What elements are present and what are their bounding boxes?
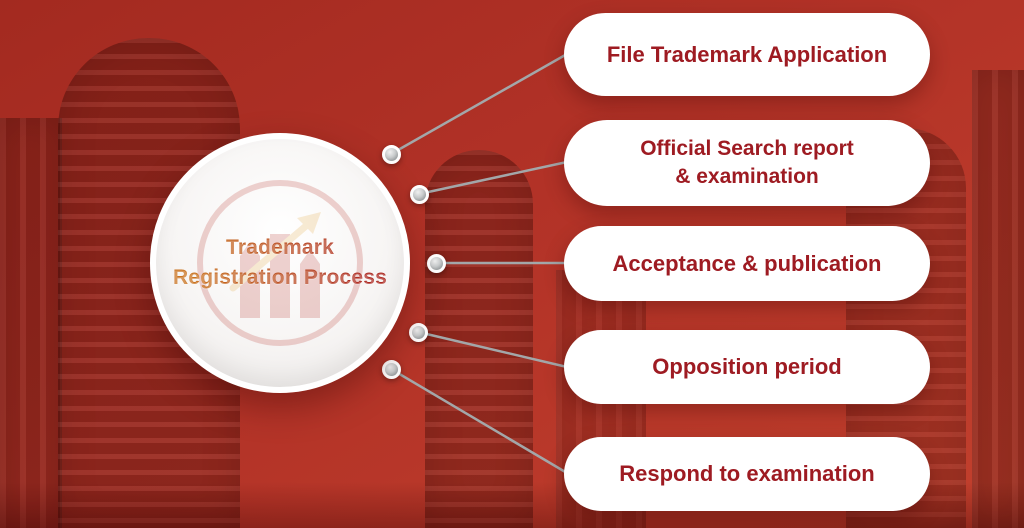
step-pill-search-report: Official Search report & examination	[564, 120, 930, 206]
process-title-circle: Trademark Registration Process	[150, 133, 410, 393]
connector-dot-1	[382, 145, 401, 164]
connector-dot-3	[427, 254, 446, 273]
process-title-line1: Trademark	[225, 235, 334, 259]
process-title-line2: Registration Process	[172, 266, 388, 289]
trademark-chart-logo-icon	[197, 180, 363, 346]
background-building-far-left	[0, 118, 62, 528]
step-label: Opposition period	[652, 354, 842, 380]
background-building-center-tower	[425, 150, 533, 528]
step-pill-acceptance-publication: Acceptance & publication	[564, 226, 930, 301]
step-pill-file-application: File Trademark Application	[564, 13, 930, 96]
connector-dot-4	[409, 323, 428, 342]
step-label: Acceptance & publication	[612, 250, 882, 276]
step-label: Official Search report & examination	[640, 136, 854, 188]
connector-dot-2	[410, 185, 429, 204]
step-label: File Trademark Application	[606, 41, 888, 67]
background-building-far-right	[972, 70, 1024, 528]
step-pill-opposition-period: Opposition period	[564, 330, 930, 404]
connector-line-1	[389, 52, 569, 156]
connector-dot-5	[382, 360, 401, 379]
step-pill-respond-examination: Respond to examination	[564, 437, 930, 511]
process-title: Trademark Registration Process	[173, 233, 387, 294]
step-label: Respond to examination	[619, 461, 875, 487]
